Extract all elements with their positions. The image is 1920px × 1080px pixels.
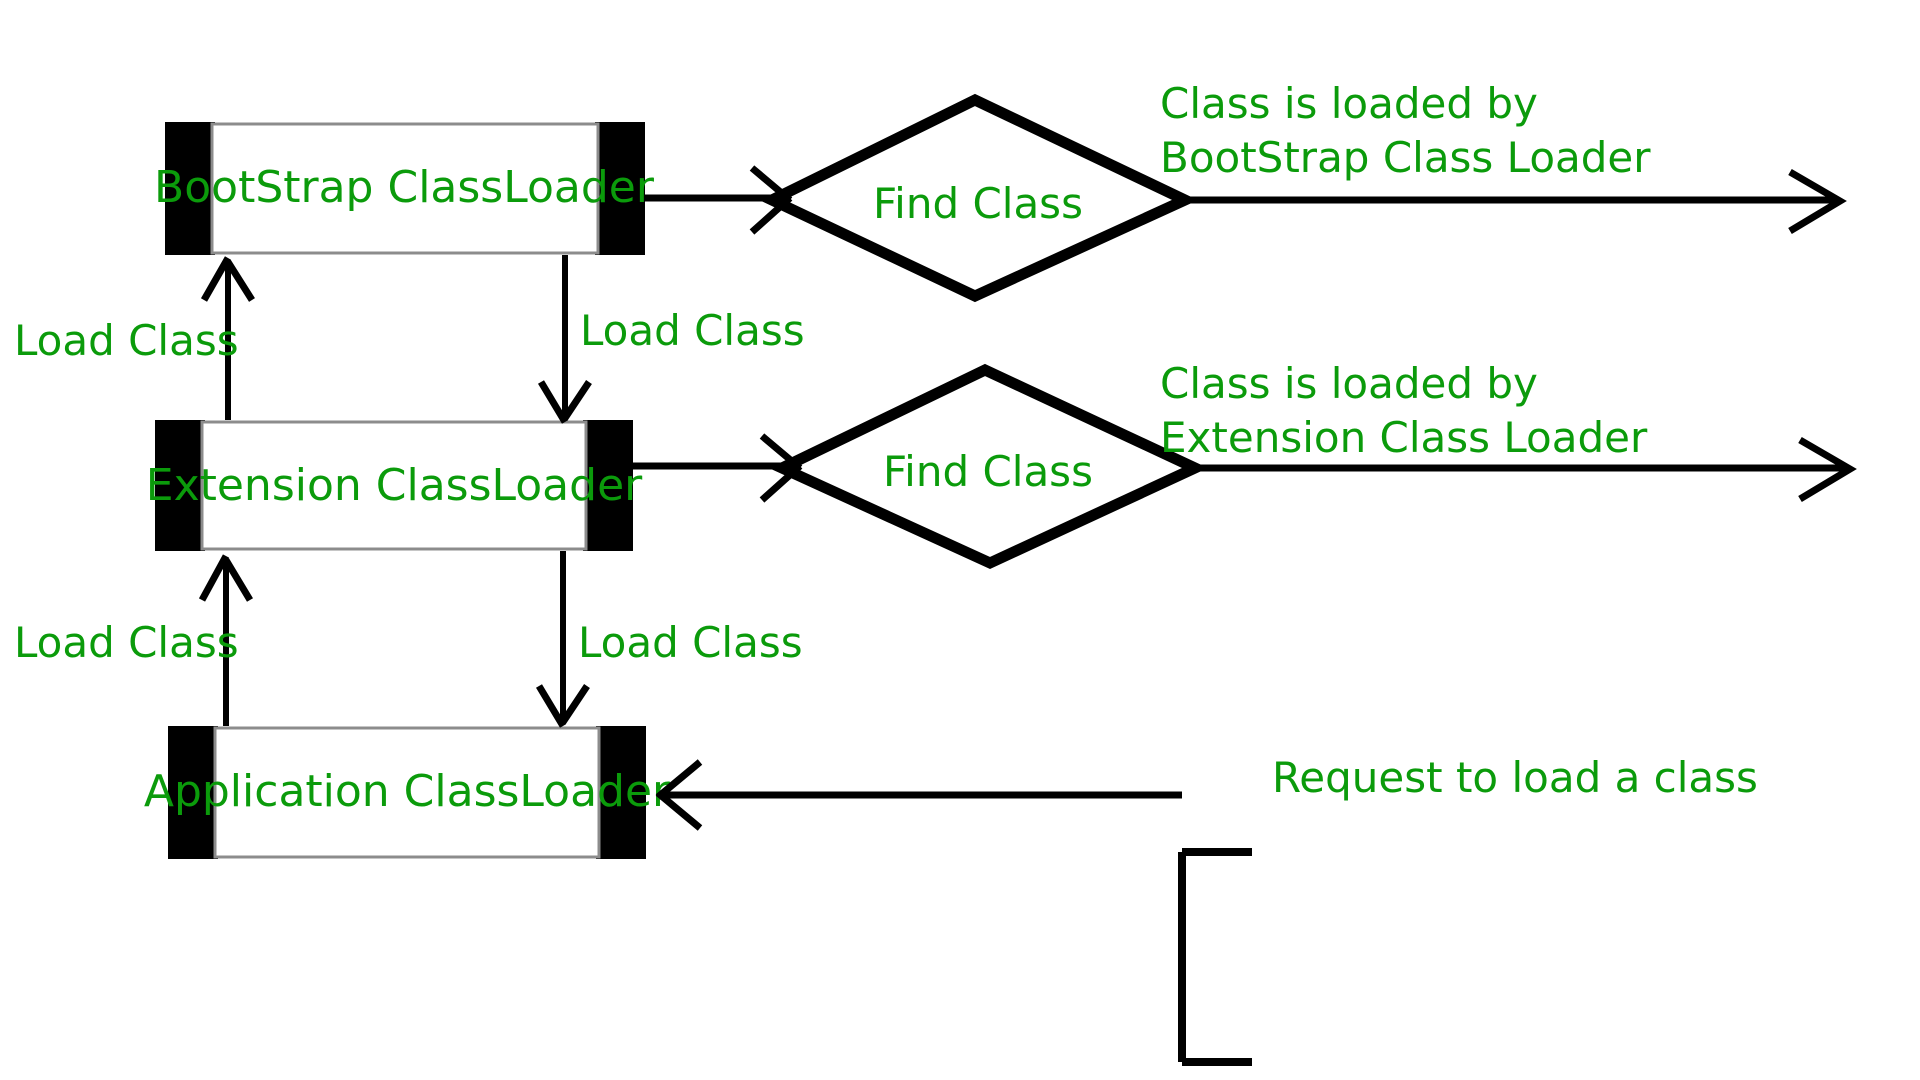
node-extension-classloader[interactable]: Extension ClassLoader <box>146 420 643 551</box>
decision-find-class-extension-label: Find Class <box>883 447 1093 496</box>
node-extension-right-shadow <box>583 420 633 551</box>
node-bootstrap-left-shadow <box>165 122 215 255</box>
edge-find-class-bootstrap-outcome-arrowhead-icon <box>1788 168 1847 235</box>
decision-find-class-extension[interactable]: Find Class <box>769 363 1209 570</box>
edge-load-class-up-bottom-arrowhead-icon <box>198 554 254 602</box>
node-application-left-shadow <box>168 726 218 859</box>
annotation-extension-outcome-line2: Extension Class Loader <box>1160 413 1648 462</box>
edge-load-class-up-top <box>200 256 255 420</box>
edge-load-class-down-top-arrowhead-icon <box>537 380 592 424</box>
edge-bootstrap-to-find-class-arrowhead-icon <box>749 165 793 235</box>
decision-find-class-bootstrap-shape <box>759 93 1199 303</box>
annotation-extension-outcome: Class is loaded by Extension Class Loade… <box>1160 359 1648 462</box>
edge-find-class-bootstrap-outcome <box>1185 168 1847 235</box>
edge-request-to-application-arrowhead-icon <box>655 759 703 831</box>
decision-find-class-bootstrap-label: Find Class <box>873 179 1083 228</box>
node-application-label: Application ClassLoader <box>144 766 671 817</box>
edge-label-load-class-down-bottom: Load Class <box>578 618 803 667</box>
node-bootstrap-classloader[interactable]: BootStrap ClassLoader <box>154 122 655 255</box>
edge-label-load-class-up-top: Load Class <box>14 316 239 365</box>
edge-load-class-down-bottom <box>535 551 590 728</box>
edge-extension-to-find-class <box>633 433 803 503</box>
annotation-bootstrap-outcome: Class is loaded by BootStrap Class Loade… <box>1160 79 1651 182</box>
decision-find-class-bootstrap[interactable]: Find Class <box>759 93 1199 303</box>
annotation-request-label: Request to load a class <box>1272 753 1758 802</box>
annotation-bootstrap-outcome-line1: Class is loaded by <box>1160 79 1538 128</box>
decision-find-class-extension-shape <box>769 363 1209 570</box>
node-extension-left-shadow <box>155 420 205 551</box>
edge-request-to-application <box>655 759 1252 1066</box>
edge-label-load-class-up-bottom: Load Class <box>14 618 239 667</box>
edge-find-class-extension-outcome-arrowhead-icon <box>1798 436 1857 503</box>
edge-load-class-down-top <box>537 255 592 424</box>
node-application-right-shadow <box>596 726 646 859</box>
annotation-extension-outcome-line1: Class is loaded by <box>1160 359 1538 408</box>
node-bootstrap-label: BootStrap ClassLoader <box>154 162 655 213</box>
node-bootstrap-right-shadow <box>595 122 645 255</box>
edge-load-class-up-bottom <box>198 554 254 726</box>
node-bootstrap-face <box>210 122 600 255</box>
edge-bootstrap-to-find-class <box>645 165 793 235</box>
node-extension-face <box>200 420 588 551</box>
edge-extension-to-find-class-arrowhead-icon <box>759 433 803 503</box>
node-application-face <box>213 726 601 859</box>
edge-load-class-up-top-arrowhead-icon <box>200 256 255 302</box>
node-extension-label: Extension ClassLoader <box>146 460 643 511</box>
edge-find-class-extension-outcome <box>1195 436 1857 503</box>
edge-load-class-down-bottom-arrowhead-icon <box>535 684 590 728</box>
request-bracket-icon <box>1178 848 1252 1066</box>
annotation-bootstrap-outcome-line2: BootStrap Class Loader <box>1160 133 1651 182</box>
edge-label-load-class-down-top: Load Class <box>580 306 805 355</box>
node-application-classloader[interactable]: Application ClassLoader <box>144 726 671 859</box>
